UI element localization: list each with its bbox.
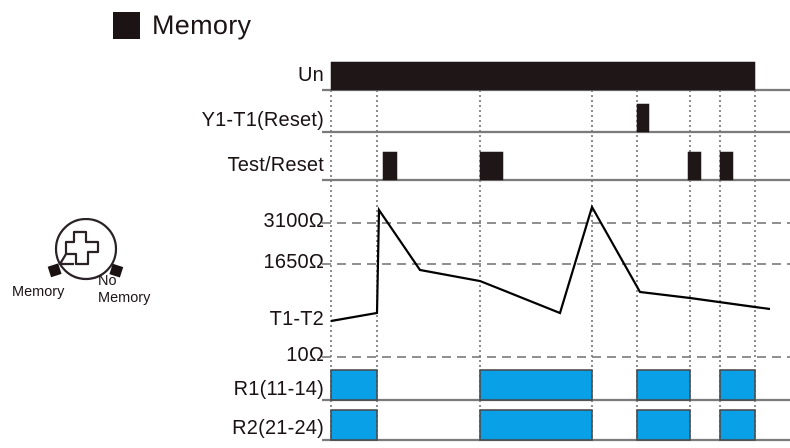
rotary-selector-figure: Memory No Memory: [10, 218, 170, 308]
legend: Memory: [113, 12, 251, 39]
relay-bar-r2-21-24--0: [330, 409, 378, 441]
pulse-y1-t1-reset--0: [636, 103, 650, 133]
rotary-selector-knob-icon: [47, 218, 124, 281]
row-label-y1-t1-reset: Y1-T1(Reset): [201, 109, 324, 131]
row-label-r2: R2(21-24): [232, 417, 324, 439]
relay-bar-r1-11-14--1: [479, 369, 593, 401]
knob-label-no-memory-line1: No: [98, 273, 117, 289]
pulse-test-reset-2: [687, 151, 702, 181]
legend-label: Memory: [152, 10, 252, 40]
signal-waveforms: [330, 61, 771, 441]
resistance-curve-t1-t2: [330, 204, 771, 323]
relay-bar-r2-21-24--2: [636, 409, 691, 441]
filled-square-icon: [113, 12, 140, 39]
relay-bar-r2-21-24--3: [719, 409, 756, 441]
pulse-test-reset-3: [719, 151, 734, 181]
relay-bar-r1-11-14--0: [330, 369, 378, 401]
row-label-test-reset: Test/Reset: [227, 154, 324, 176]
row-label-t1-t2: T1-T2: [269, 308, 324, 330]
resistance-gridlines: [322, 222, 790, 358]
knob-label-no-memory-line2: Memory: [98, 289, 151, 306]
relay-bar-r1-11-14--2: [636, 369, 691, 401]
relay-bar-r1-11-14--3: [719, 369, 756, 401]
knob-label-no-memory: No Memory: [98, 273, 150, 306]
row-label-un: Un: [298, 64, 324, 86]
knob-label-memory: Memory: [12, 284, 65, 300]
row-label-3100-ohm: 3100Ω: [263, 210, 324, 232]
row-label-r1: R1(11-14): [233, 378, 324, 400]
pulse-test-reset-0: [382, 151, 398, 181]
pulse-un-0: [330, 61, 756, 91]
row-label-1650-ohm: 1650Ω: [263, 251, 324, 273]
pulse-test-reset-1: [479, 151, 504, 181]
row-label-10-ohm: 10Ω: [286, 344, 324, 366]
relay-bar-r2-21-24--1: [479, 409, 593, 441]
